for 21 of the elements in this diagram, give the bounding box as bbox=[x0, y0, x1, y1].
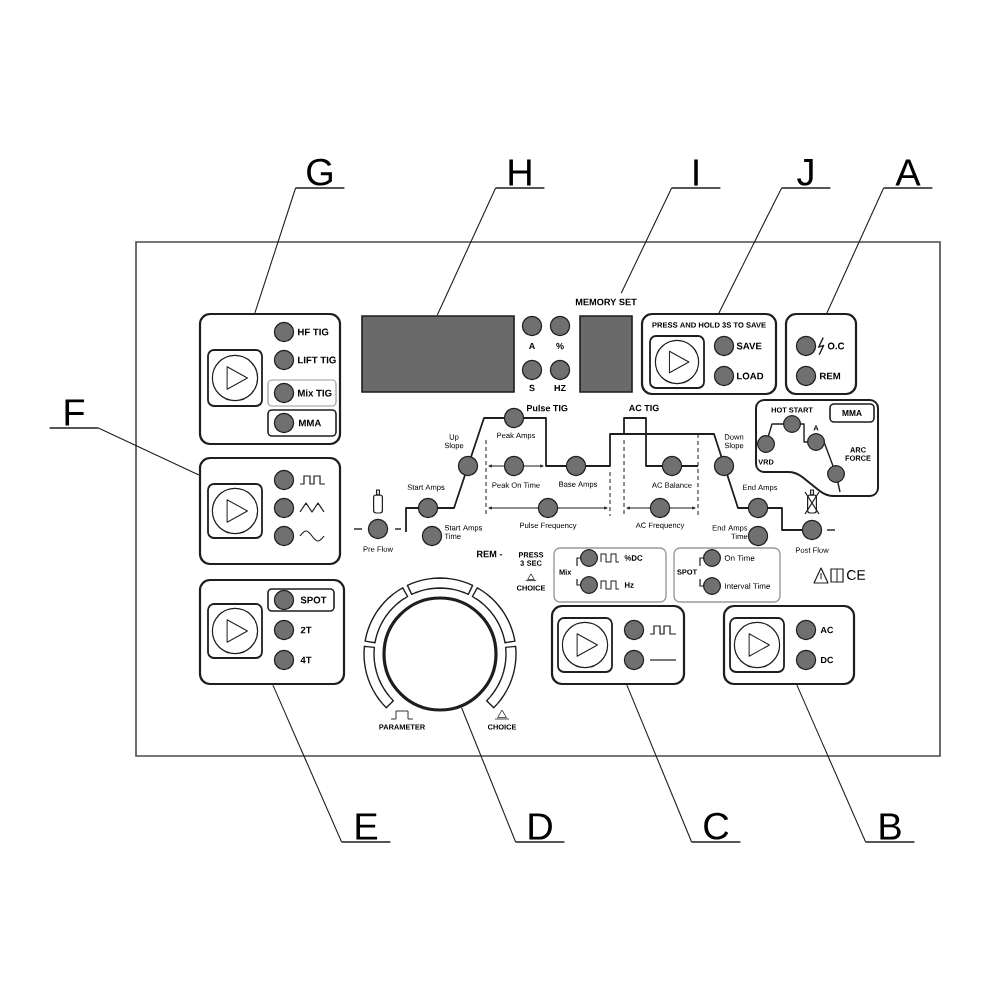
leader-line bbox=[796, 684, 867, 843]
display-screen bbox=[361, 315, 515, 393]
callout-letter: F bbox=[48, 399, 100, 429]
callout-letter: G bbox=[294, 158, 346, 189]
leader-line bbox=[272, 684, 343, 843]
callout-letter: A bbox=[882, 159, 934, 189]
leader-line bbox=[97, 427, 200, 476]
callout-letter: I bbox=[670, 159, 722, 189]
leader-line bbox=[626, 684, 693, 843]
leader-line bbox=[620, 187, 673, 294]
callout-letter: E bbox=[340, 813, 392, 843]
leader-line bbox=[436, 187, 497, 316]
callout-letter: C bbox=[690, 812, 742, 843]
callout-letter: H bbox=[494, 159, 546, 189]
callout-letter: J bbox=[780, 159, 832, 189]
callout-letter: B bbox=[864, 813, 916, 843]
leader-line bbox=[718, 187, 783, 314]
leader-line bbox=[460, 706, 517, 843]
leader-line bbox=[826, 187, 885, 314]
callout-letter: D bbox=[514, 813, 566, 843]
leader-line bbox=[254, 187, 297, 314]
